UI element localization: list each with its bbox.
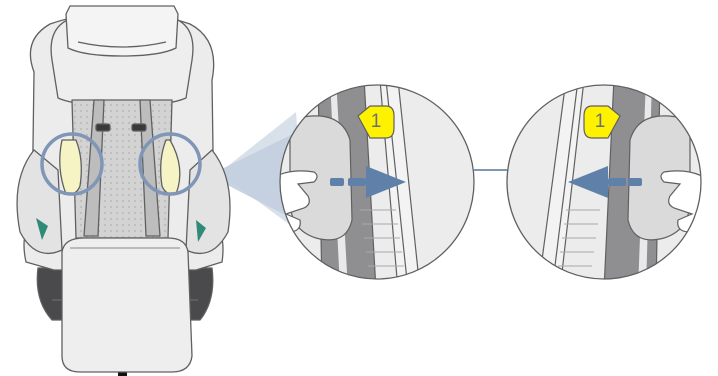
step-number-left: 1: [363, 109, 389, 135]
impact-shield: [62, 238, 192, 372]
step-number-right: 1: [587, 109, 613, 135]
car-seat: [17, 6, 230, 376]
shoulder-pad-left: [60, 140, 82, 194]
